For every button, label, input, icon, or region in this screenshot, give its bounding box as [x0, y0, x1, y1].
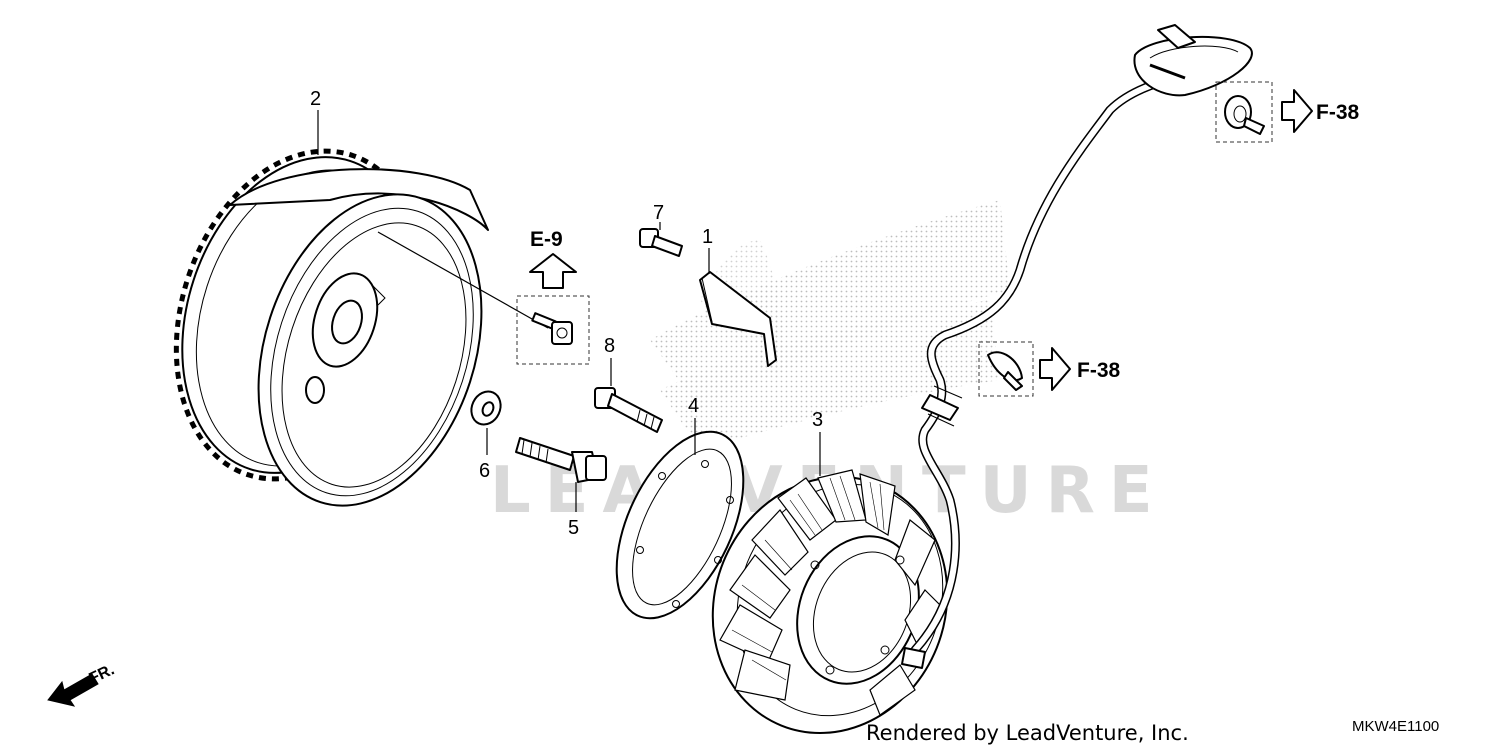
front-direction-indicator: FR. — [47, 661, 118, 707]
f38-mid-reference-label[interactable]: F-38 — [1077, 359, 1121, 382]
callout-1[interactable]: 1 — [702, 226, 713, 248]
callout-3[interactable]: 3 — [812, 409, 823, 431]
bolt-8-part[interactable] — [594, 387, 663, 433]
f38-mid-reference-box — [978, 341, 1034, 397]
flywheel-part[interactable] — [136, 119, 519, 535]
right-arrow-icon — [1281, 89, 1313, 133]
stator-part[interactable] — [675, 441, 986, 750]
clip-top-part[interactable] — [1224, 95, 1265, 135]
callout-6[interactable]: 6 — [479, 460, 490, 482]
gasket-part[interactable] — [591, 412, 770, 637]
e9-reference-label[interactable]: E-9 — [530, 228, 563, 251]
cable-guide-plate-part[interactable] — [699, 271, 777, 367]
e9-bolt-part[interactable] — [531, 312, 573, 345]
washer-part[interactable] — [466, 387, 506, 430]
wire-harness — [901, 24, 1253, 669]
callout-8[interactable]: 8 — [604, 335, 615, 357]
callout-4[interactable]: 4 — [688, 395, 699, 417]
leader-line-e9-bolt — [377, 231, 549, 329]
callout-5[interactable]: 5 — [568, 517, 579, 539]
up-arrow-icon — [529, 253, 577, 289]
render-credit: Rendered by LeadVenture, Inc. — [866, 721, 1189, 745]
front-direction-label: FR. — [87, 661, 118, 687]
right-arrow-icon — [1039, 347, 1071, 391]
clip-mid-part[interactable] — [987, 351, 1023, 391]
e9-reference-box — [516, 295, 590, 365]
bolt-7-part[interactable] — [639, 228, 683, 257]
callout-7[interactable]: 7 — [653, 202, 664, 224]
f38-top-reference-box — [1215, 81, 1273, 143]
callout-2[interactable]: 2 — [310, 88, 321, 110]
f38-top-reference-label[interactable]: F-38 — [1316, 101, 1360, 124]
diagram-code: MKW4E1100 — [1352, 718, 1439, 735]
flange-bolt-part[interactable] — [515, 437, 607, 483]
